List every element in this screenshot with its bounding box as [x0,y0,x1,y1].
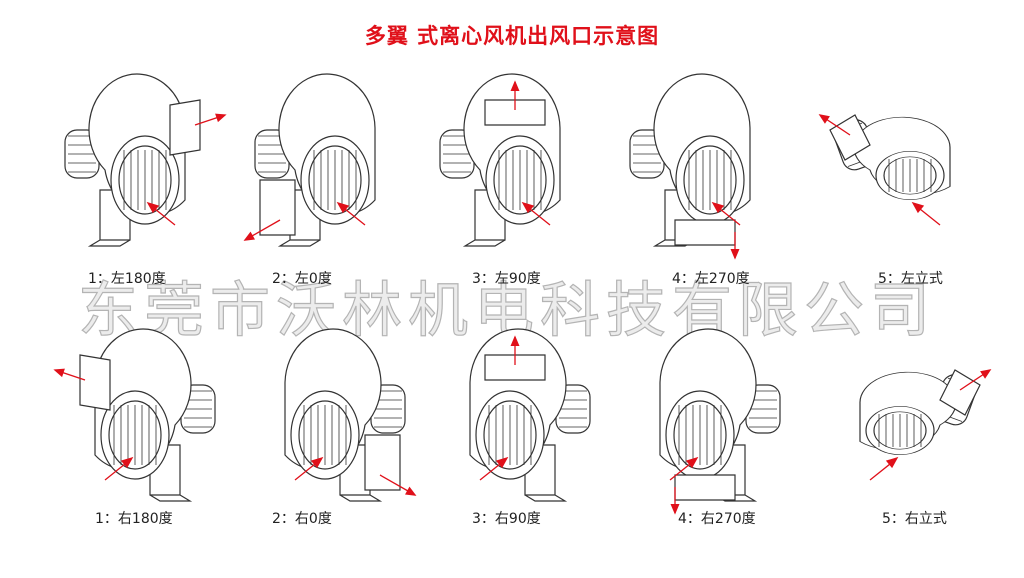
fan-label: 1：右180度 [95,511,173,527]
fan-diagram-left-270 [629,73,751,260]
fan-label: 2：左0度 [272,271,332,287]
fan-label: 3：左90度 [472,271,541,287]
fan-label: 2：右0度 [272,511,332,527]
fan-diagram-right-0 [284,328,417,502]
fan-diagram-right-90 [469,328,591,502]
fan-label: 4：右270度 [678,511,756,527]
fan-label: 3：右90度 [472,511,541,527]
fan-label: 5：右立式 [882,511,947,527]
fan-label: 5：左立式 [878,271,943,287]
fan-diagram-right-vertical [859,369,992,481]
fan-diagram-left-180 [64,73,227,247]
fan-diagram-left-vertical [818,114,951,226]
fan-label: 1：左180度 [88,271,166,287]
fan-label: 4：左270度 [672,271,750,287]
fan-diagram-right-270 [659,328,781,515]
fan-diagram-left-0 [243,73,376,247]
fan-diagram-left-90 [439,73,561,247]
diagram-title: 多翼 式离心风机出风口示意图 [364,24,660,48]
fan-diagram-right-180 [53,328,216,502]
